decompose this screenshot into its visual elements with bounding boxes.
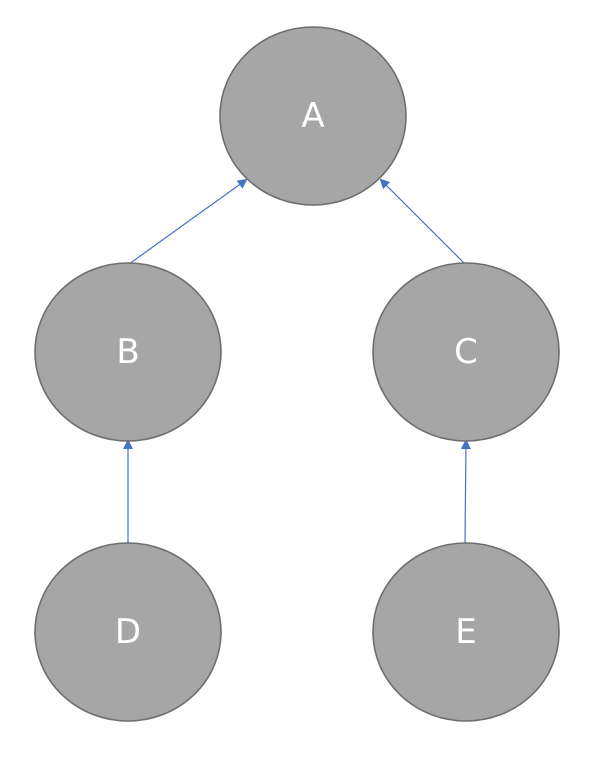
node-d: D [34,542,222,722]
node-b-label: B [116,332,139,372]
node-e-label: E [455,612,476,652]
node-b-circle [34,262,222,442]
node-a-label: A [301,96,324,136]
node-a: A [219,26,407,206]
node-b: B [34,262,222,442]
edge-c-to-a [379,178,466,265]
node-c: C [372,262,560,442]
node-a-circle [219,26,407,206]
edge-b-to-a [128,178,248,265]
node-d-circle [34,542,222,722]
node-e: E [372,542,560,722]
edge-e-to-c [460,439,471,545]
node-c-circle [372,262,560,442]
node-d-label: D [115,612,141,652]
node-e-circle [372,542,560,722]
node-c-label: C [454,332,478,372]
